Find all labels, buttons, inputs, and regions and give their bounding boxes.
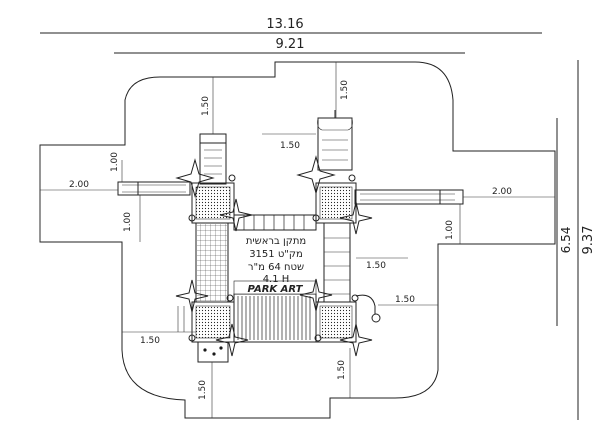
dim-right-100: 1.00: [445, 220, 455, 240]
inner-width-label: 9.21: [276, 37, 305, 52]
corner-roof-tr2: [339, 201, 373, 235]
corner-roof-bl: [175, 279, 209, 313]
dim-top-left-150: 1.50: [201, 96, 211, 116]
dim-center-right-150: 1.50: [366, 261, 386, 271]
inner-height-dimension: 6.54: [556, 118, 573, 326]
safety-zone-outline: [39, 61, 556, 419]
inner-height-label: 6.54: [559, 227, 573, 254]
top-right-monkey-bars: [317, 110, 353, 171]
dim-bottom-left-150: 1.50: [140, 336, 160, 346]
dim-left-100-a: 1.00: [110, 152, 120, 172]
overall-width-label: 13.16: [266, 17, 303, 32]
right-slide: [354, 189, 464, 205]
deck-bottom-left: [191, 301, 235, 343]
corner-roof-tr: [296, 155, 336, 195]
info-line-3: שטח 64 מ"ר: [248, 262, 304, 273]
dim-left-200: 2.00: [69, 180, 89, 190]
dim-left-100-b: 1.00: [123, 212, 133, 232]
deck-top-right: [315, 182, 357, 224]
right-ladder-walkway: [323, 223, 351, 302]
bottom-bridge: PARK ART: [233, 280, 317, 343]
overall-height-dimension: 9.37: [577, 60, 596, 420]
corner-roof-br: [299, 278, 333, 312]
posts: [188, 174, 359, 342]
left-net-walkway: [195, 222, 229, 303]
top-bridge: [233, 214, 317, 231]
top-left-climber: [199, 133, 227, 185]
dim-top-right-150: 1.50: [340, 80, 350, 100]
info-line-2: מק"ט 3151: [249, 249, 303, 260]
overall-width-dimension: 13.16: [40, 17, 542, 34]
dim-right-200: 2.00: [492, 187, 512, 197]
info-line-1: מתקן בראשית: [246, 236, 306, 247]
overall-height-label: 9.37: [581, 226, 596, 255]
info-block: מתקן בראשית מק"ט 3151 שטח 64 מ"ר 4.1 H: [246, 236, 306, 285]
corner-roof-tl: [175, 158, 215, 198]
dim-bottom-150-b: 1.50: [337, 360, 347, 380]
inner-width-dimension: 9.21: [114, 37, 465, 54]
corner-roof-tl2: [219, 198, 253, 232]
corner-roof-br2: [339, 323, 373, 357]
bottom-left-steps: [177, 306, 229, 363]
right-curved-bar: [355, 294, 381, 323]
park-art-logo-text: PARK ART: [248, 284, 304, 295]
deck-bottom-right: [315, 301, 357, 343]
left-slide: [117, 181, 191, 196]
corner-roof-bl2: [215, 323, 249, 357]
dim-right-mid-150: 1.50: [395, 295, 415, 305]
inner-dimension-lines: [40, 62, 555, 418]
info-line-4: 4.1 H: [263, 274, 290, 285]
dim-center-top-150: 1.50: [280, 141, 300, 151]
dim-bottom-150-a: 1.50: [198, 380, 208, 400]
